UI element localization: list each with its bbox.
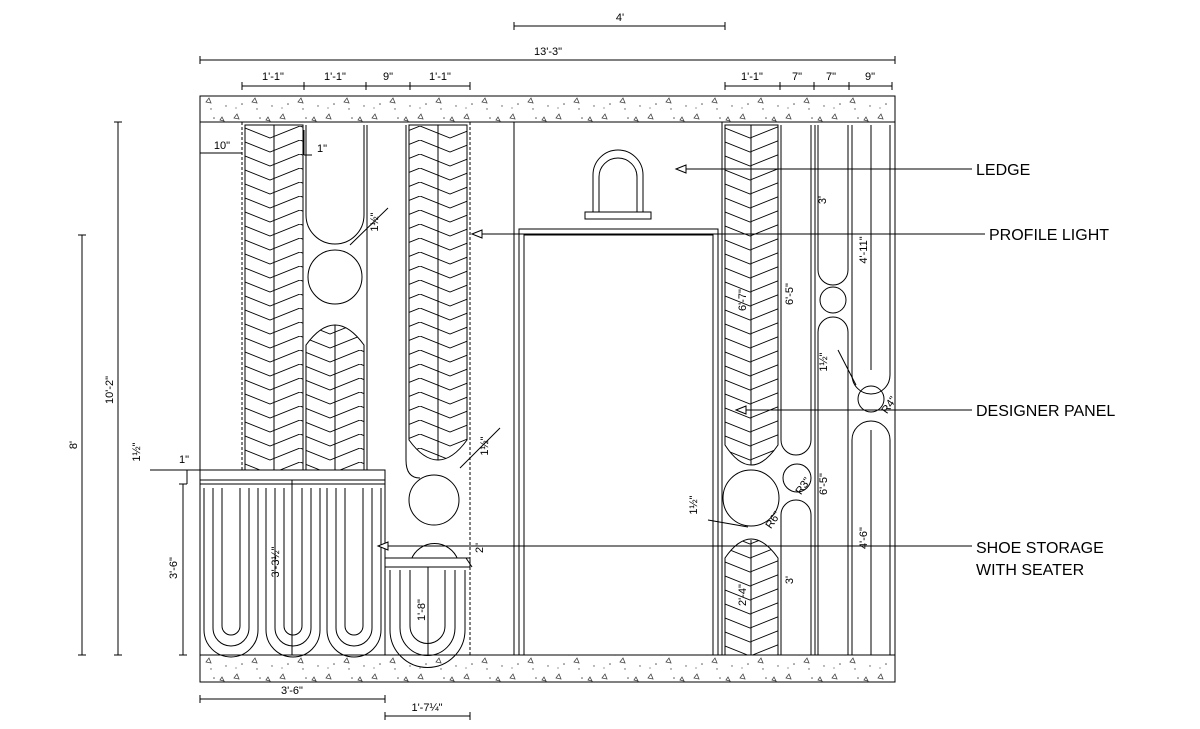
ceiling-slab xyxy=(199,95,896,123)
dim-half-seat: 1½" xyxy=(131,442,143,461)
designer-panel-left-3 xyxy=(408,124,468,461)
callout-profile-light: PROFILE LIGHT xyxy=(989,227,1109,244)
dim-top-right-2: 7" xyxy=(792,71,802,83)
dim-two-inch: 2" xyxy=(474,543,486,553)
dim-top-opening: 4' xyxy=(616,12,624,24)
dim-bottom-width: 3'-6" xyxy=(281,685,303,697)
dim-right-b: 6'-5" xyxy=(784,283,796,305)
left-dimensions: 10'-2" 8' 3'-6" 1" 1½" 10" 1" 1½" 1½" 3'… xyxy=(68,121,501,656)
dim-right-d: 4'-11" xyxy=(858,236,870,263)
dim-right-g: 2'-4" xyxy=(737,584,749,606)
dim-right-a: 6'-7" xyxy=(737,289,749,311)
dim-right-h: 3' xyxy=(784,576,796,584)
shoe-storage-seater xyxy=(199,469,471,668)
callout-ledge: LEDGE xyxy=(976,162,1030,179)
dim-height-8: 8' xyxy=(68,441,80,449)
right-dimensions: 6'-7" 6'-5" 3' 4'-11" 6'-5" 4'-6" 2'-4" … xyxy=(688,125,900,655)
dim-shoe-small: 1'-8" xyxy=(416,599,428,621)
dim-overall-height: 10'-2" xyxy=(104,376,116,404)
bottom-dimensions: 3'-6" 1'-7¼" xyxy=(199,685,471,720)
door-opening xyxy=(518,228,719,656)
dim-half-right: 1½" xyxy=(818,352,830,371)
dim-top-left-1: 1'-1" xyxy=(262,71,284,83)
dim-top-left-2: 1'-1" xyxy=(324,71,346,83)
dim-radius-r4: R4" xyxy=(879,394,899,416)
wall-outline xyxy=(199,122,896,655)
designer-panel-right xyxy=(722,124,780,656)
dim-shoe-inner: 3'-3½" xyxy=(270,546,282,577)
dim-half-mid: 1½" xyxy=(479,436,491,455)
designer-panel-left-1 xyxy=(244,124,304,471)
callout-designer-panel: DESIGNER PANEL xyxy=(976,403,1115,420)
left-slot-panels xyxy=(305,125,460,561)
ledge xyxy=(584,149,652,220)
callout-with-seater: WITH SEATER xyxy=(976,562,1084,579)
dim-right-e: 6'-5" xyxy=(818,473,830,495)
dim-right-f: 4'-6" xyxy=(858,527,870,549)
dim-overall-width: 13'-3" xyxy=(534,46,562,58)
right-slot-panels xyxy=(780,125,891,655)
dim-half-door: 1½" xyxy=(688,495,700,514)
dim-left-gap: 10" xyxy=(214,140,230,152)
dim-top-right-4: 9" xyxy=(865,71,875,83)
floor-slab xyxy=(199,654,896,683)
dim-bottom-width2: 1'-7¼" xyxy=(411,702,442,714)
dim-top-right-3: 7" xyxy=(826,71,836,83)
dim-half-left-circle: 1½" xyxy=(369,212,381,231)
callout-leaders xyxy=(376,164,985,551)
dim-right-c: 3' xyxy=(817,196,829,204)
dim-top-left-3: 9" xyxy=(383,71,393,83)
dim-thickness-seat: 1" xyxy=(179,454,189,466)
dim-top-left-4: 1'-1" xyxy=(429,71,451,83)
top-dimensions: 4' 13'-3" 1'-1" 1'-1" 9" 1'-1" 1'-1" 7" … xyxy=(199,12,896,90)
dim-panel-thickness: 1" xyxy=(317,143,327,155)
dim-top-right-1: 1'-1" xyxy=(741,71,763,83)
dim-seat-height: 3'-6" xyxy=(168,557,180,579)
designer-panel-left-2 xyxy=(305,324,365,471)
callout-shoe-storage: SHOE STORAGE xyxy=(976,540,1104,557)
